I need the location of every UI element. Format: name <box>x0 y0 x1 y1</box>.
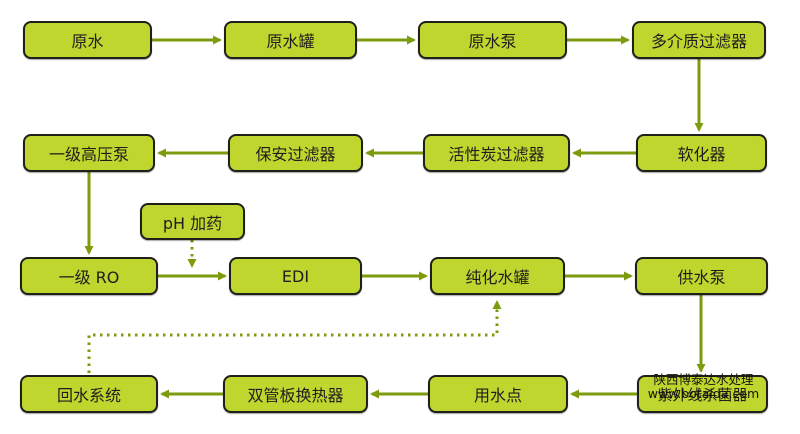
node-uv-sterilizer: 紫外线杀菌器 <box>637 375 768 413</box>
node-first-stage-hp-pump: 一级高压泵 <box>23 134 155 172</box>
node-ph-dosing: pH 加药 <box>140 203 245 240</box>
node-supply-pump: 供水泵 <box>635 257 768 295</box>
node-water-use-point: 用水点 <box>428 375 568 413</box>
node-double-tubesheet-heat-exchanger: 双管板换热器 <box>223 375 368 413</box>
node-multi-media-filter: 多介质过滤器 <box>632 21 766 59</box>
node-softener: 软化器 <box>636 134 767 172</box>
node-raw-water-pump: 原水泵 <box>418 21 567 59</box>
node-edi: EDI <box>229 257 362 295</box>
node-first-stage-ro: 一级 RO <box>20 257 158 295</box>
node-raw-water: 原水 <box>23 21 152 59</box>
node-activated-carbon-filter: 活性炭过滤器 <box>423 134 570 172</box>
node-security-filter: 保安过滤器 <box>228 134 363 172</box>
node-raw-water-tank: 原水罐 <box>224 21 357 59</box>
node-return-water-system: 回水系统 <box>20 375 158 413</box>
edge-return-system-to-purified-tank-dotted <box>87 300 502 373</box>
node-purified-water-tank: 纯化水罐 <box>430 257 565 295</box>
